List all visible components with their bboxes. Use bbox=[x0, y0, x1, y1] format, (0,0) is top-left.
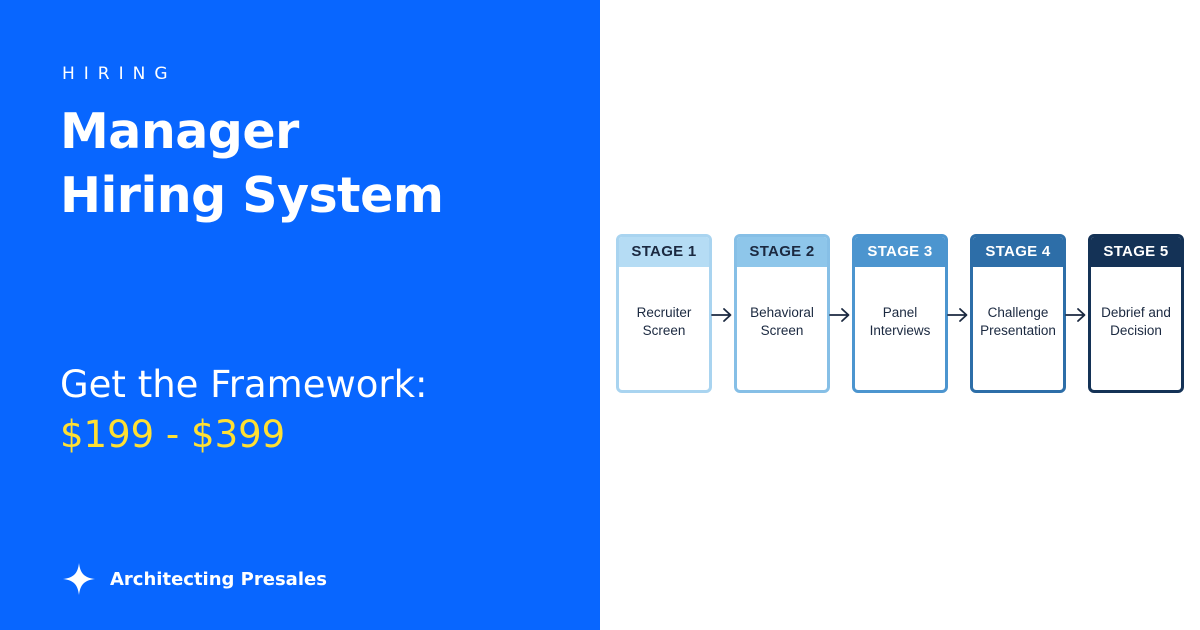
stage-label: STAGE 3 bbox=[855, 237, 945, 267]
cta-text: Get the Framework: bbox=[60, 363, 428, 406]
arrow-right-icon bbox=[711, 308, 732, 322]
arrow-right-icon bbox=[1065, 308, 1086, 322]
brand-name: Architecting Presales bbox=[110, 568, 327, 590]
stage-name: Challenge Presentation bbox=[980, 304, 1056, 338]
stage-label: STAGE 2 bbox=[737, 237, 827, 267]
stage-card-1: STAGE 1 Recruiter Screen bbox=[616, 234, 712, 393]
eyebrow-label: HIRING bbox=[62, 64, 177, 84]
stage-label: STAGE 5 bbox=[1091, 237, 1181, 267]
stage-name: Panel Interviews bbox=[869, 304, 931, 338]
stage-label: STAGE 1 bbox=[619, 237, 709, 267]
diagram-panel: STAGE 1 Recruiter Screen STAGE 2 Behavio… bbox=[600, 0, 1200, 630]
arrow-right-icon bbox=[829, 308, 850, 322]
price-range: $199 - $399 bbox=[60, 413, 286, 456]
stage-name: Behavioral Screen bbox=[750, 304, 814, 338]
stage-label: STAGE 4 bbox=[973, 237, 1063, 267]
brand: Architecting Presales bbox=[62, 562, 327, 596]
page-title: Manager Hiring System bbox=[60, 103, 444, 224]
stage-card-3: STAGE 3 Panel Interviews bbox=[852, 234, 948, 393]
stage-card-5: STAGE 5 Debrief and Decision bbox=[1088, 234, 1184, 393]
sparkle-icon bbox=[63, 563, 95, 595]
stage-name: Recruiter Screen bbox=[636, 304, 692, 338]
arrow-right-icon bbox=[947, 308, 968, 322]
stage-name: Debrief and Decision bbox=[1101, 304, 1171, 338]
stage-card-2: STAGE 2 Behavioral Screen bbox=[734, 234, 830, 393]
stage-card-4: STAGE 4 Challenge Presentation bbox=[970, 234, 1066, 393]
hero-panel: HIRING Manager Hiring System Get the Fra… bbox=[0, 0, 600, 630]
